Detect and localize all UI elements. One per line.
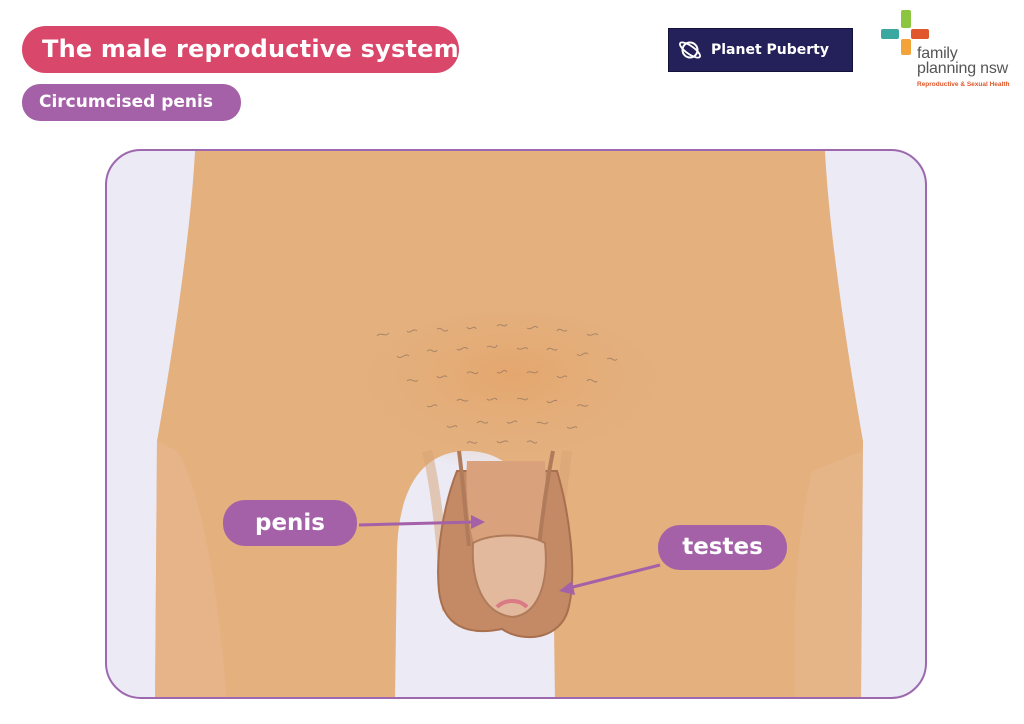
label-penis: penis: [223, 500, 357, 546]
cross-icon: [881, 10, 929, 55]
pubic-hair: [376, 323, 618, 444]
fp-tagline: Reproductive & Sexual Health: [917, 81, 1010, 88]
anatomy-illustration: [155, 151, 863, 697]
testes-arrow: [559, 563, 661, 595]
page-title: The male reproductive system: [22, 26, 459, 73]
planet-puberty-logo: Planet Puberty: [668, 28, 853, 72]
glans: [471, 534, 547, 619]
penis-shaft: [466, 461, 546, 546]
diagram-frame: [105, 149, 927, 699]
penis-arrow: [358, 515, 485, 529]
family-planning-name: family planning nsw: [917, 45, 1008, 77]
label-testes: testes: [658, 525, 787, 570]
planet-icon: [679, 41, 701, 59]
fp-line2: planning nsw: [917, 60, 1008, 77]
family-planning-logo: family planning nsw Reproductive & Sexua…: [880, 10, 1020, 90]
fp-line1: family: [917, 45, 958, 62]
page-subtitle: Circumcised penis: [22, 84, 241, 121]
planet-puberty-text: Planet Puberty: [711, 42, 830, 58]
